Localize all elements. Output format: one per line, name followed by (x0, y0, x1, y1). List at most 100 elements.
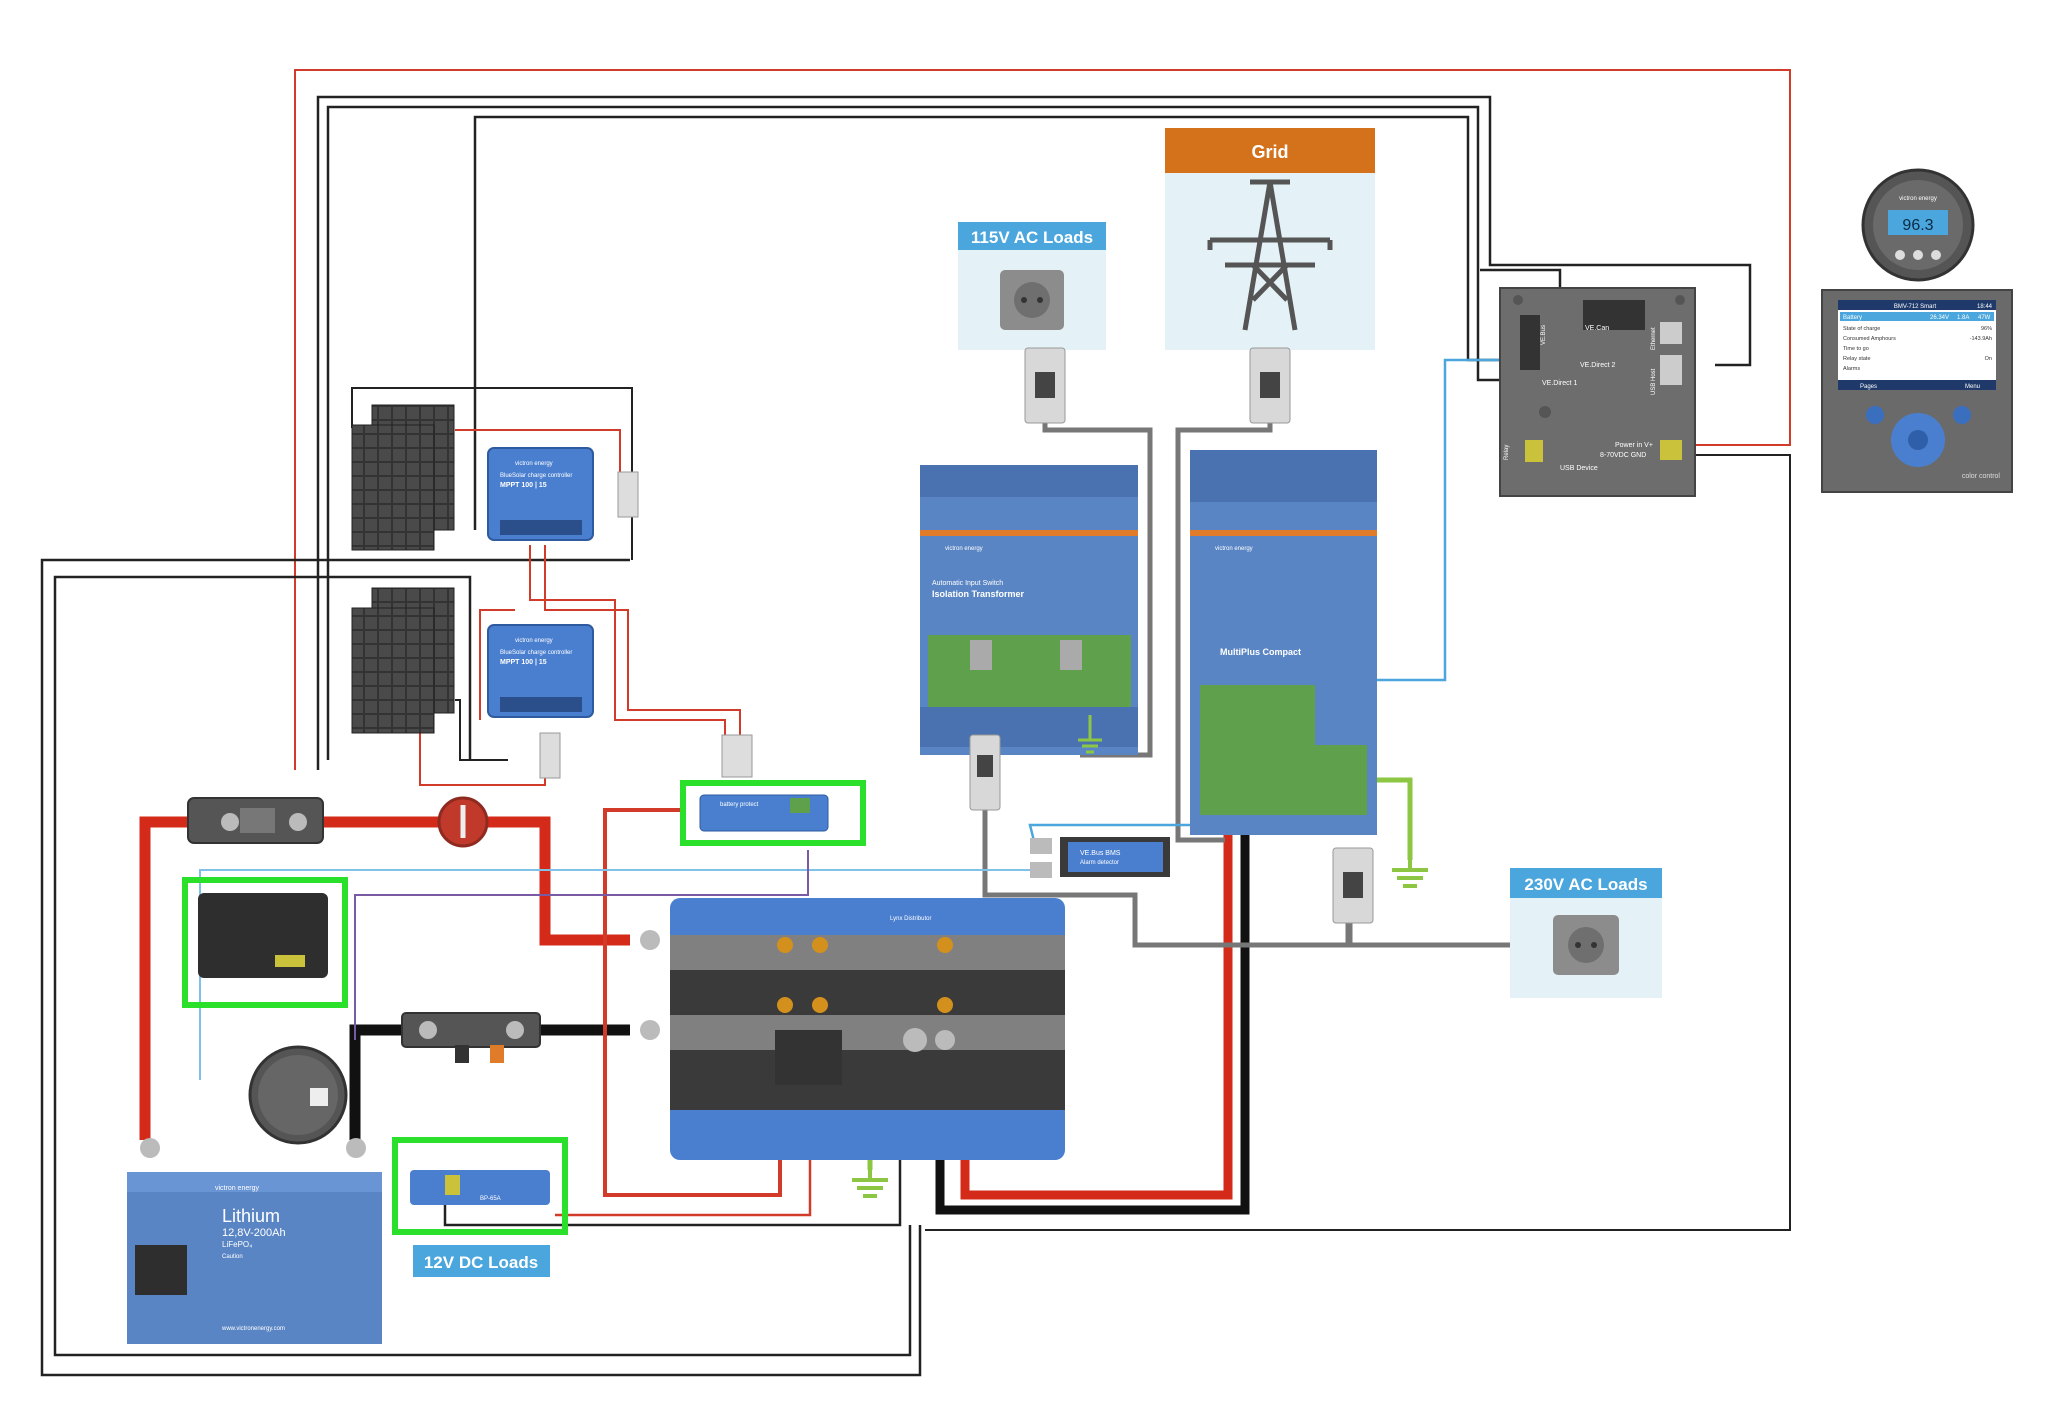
solar-panel-1 (351, 404, 455, 551)
wire-black-outer (40, 558, 922, 1377)
isolation-line1: Automatic Input Switch (932, 580, 1003, 587)
cc-header: Battery (1843, 315, 1862, 321)
mppt-2: victron energy BlueSolar charge controll… (487, 624, 594, 718)
gx-power: Power in V+ (1615, 442, 1653, 449)
gx-usb: USB Host (1651, 368, 1657, 395)
isolation-transformer: victron energy Automatic Input Switch Is… (920, 465, 1138, 755)
mppt1-product: BlueSolar charge controller (500, 473, 572, 479)
breaker-115 (1024, 347, 1066, 424)
gx-vecan: VE.Can (1585, 325, 1609, 332)
wire-ac-grid (1175, 420, 1273, 843)
dc12-title: 12V DC Loads (424, 1253, 538, 1272)
cc-button-left (1866, 406, 1884, 424)
cc-row-4-k: Alarms (1843, 366, 1860, 372)
gx-usbdevice: USB Device (1560, 465, 1598, 472)
gx-device: VE.Can VE.Bus Ethernet USB Host VE.Direc… (1499, 287, 1696, 497)
mppt1-model: MPPT 100 | 15 (500, 482, 547, 489)
battery-spec: 12,8V-200Ah (222, 1227, 286, 1239)
wire-black-top-1 (316, 95, 1752, 770)
battery-title: Lithium (222, 1206, 280, 1226)
pv-breaker-3 (721, 734, 753, 778)
pv-breaker-2 (539, 732, 561, 779)
gx-power2: 8-70VDC GND (1600, 452, 1646, 459)
ac230-title: 230V AC Loads (1524, 875, 1647, 894)
cc-row-1-k: Consumed Amphours (1843, 336, 1896, 342)
mppt1-brand: victron energy (515, 461, 553, 467)
cc-row-2-k: Time to go (1843, 346, 1869, 352)
dc-distribution: BP-65A (392, 1137, 568, 1235)
vebus-bms: VE.Bus BMS Alarm detector (1030, 837, 1170, 878)
lynx-label: Lynx Distributor (890, 916, 931, 922)
isolation-brand: victron energy (945, 546, 983, 552)
breaker-iso (969, 734, 1001, 811)
main-fuse (187, 797, 324, 844)
cc-title: BMV-712 Smart (1894, 304, 1937, 310)
cable-black-main (349, 1024, 410, 1140)
cc-pages: Pages (1860, 384, 1877, 390)
battery-caution: Caution (222, 1254, 243, 1260)
bp2-label: BP-65A (480, 1196, 501, 1202)
cc-row-3-v: On (1985, 356, 1992, 362)
mppt2-product: BlueSolar charge controller (500, 650, 572, 656)
cc-w: 47W (1978, 315, 1991, 321)
bmv-value: 96.3 (1902, 217, 1933, 234)
cc-v: 26.34V (1930, 315, 1949, 321)
wire-ac-230 (1347, 920, 1510, 948)
cc-time: 18:44 (1977, 304, 1993, 310)
mppt2-model: MPPT 100 | 15 (500, 659, 547, 666)
gx-ethernet: Ethernet (1651, 327, 1657, 350)
cc-row-3-k: Relay state (1843, 356, 1871, 362)
cc-a: 1.8A (1957, 315, 1969, 321)
isolation-line2: Isolation Transformer (932, 589, 1025, 599)
lynx-distributor: Lynx Distributor (640, 898, 1065, 1160)
cc-row-0-v: 96% (1981, 326, 1992, 332)
color-control: BMV-712 Smart 18:44 Battery 26.34V 1.8A … (1821, 289, 2013, 493)
cc-footer: color control (1962, 473, 2001, 480)
breaker-230 (1332, 847, 1374, 924)
cc-button-right (1953, 406, 1971, 424)
wire-black-top-2 (326, 105, 1510, 760)
battery-chem: LiFePO₄ (222, 1240, 252, 1249)
wire-mppt1-red (455, 429, 621, 480)
wire-ground-multi (1365, 777, 1413, 860)
wire-blue-long (199, 869, 1035, 1080)
ac230-load: 230V AC Loads (1510, 868, 1662, 998)
isolation-ground-icon (1078, 715, 1102, 754)
cc-row-1-v: -143.9Ah (1970, 336, 1992, 342)
shunt (401, 1012, 541, 1063)
bms-line2: Alarm detector (1080, 860, 1119, 866)
grid-source: Grid (1165, 128, 1375, 350)
wire-mppt1-out-2 (544, 545, 741, 740)
ac115-load: 115V AC Loads (958, 222, 1106, 350)
battery-url: www.victronenergy.com (221, 1326, 285, 1332)
gx-vedirect1: VE.Direct 1 (1542, 380, 1578, 387)
wire-black-outer-2 (53, 575, 912, 1357)
battery-brand: victron energy (215, 1185, 259, 1192)
multiplus-brand: victron energy (1215, 546, 1253, 552)
bms-line1: VE.Bus BMS (1080, 850, 1121, 857)
multiplus-title: MultiPlus Compact (1220, 647, 1301, 657)
gx-vebus: VE.Bus (1541, 325, 1547, 345)
wire-black-right (925, 454, 1791, 1231)
wire-mppt2-red-b (479, 609, 515, 720)
bp-top-label: battery protect (720, 802, 759, 808)
pv-breaker-1 (617, 471, 639, 518)
wire-mppt1-out (529, 545, 726, 740)
cc-row-0-k: State of charge (1843, 326, 1880, 332)
smart-battery-sense (182, 877, 348, 1008)
cc-menu: Menu (1965, 384, 1980, 390)
cable-red-shunt (305, 816, 630, 946)
wire-red-top (294, 69, 1791, 770)
lithium-battery: victron energy Lithium 12,8V-200Ah LiFeP… (127, 1138, 382, 1344)
grid-title: Grid (1251, 142, 1288, 162)
solar-panel-2 (351, 587, 455, 734)
gx-relay: Relay (1504, 445, 1510, 460)
wire-mppt2 (455, 699, 508, 761)
battery-switch (437, 796, 489, 848)
bmv-brand: victron energy (1899, 196, 1937, 202)
wire-purple (354, 850, 809, 1040)
breaker-grid (1249, 347, 1291, 424)
lynx-ground-icon (852, 1170, 888, 1198)
ac115-title: 115V AC Loads (971, 228, 1093, 247)
gx-vedirect2: VE.Direct 2 (1580, 362, 1616, 369)
